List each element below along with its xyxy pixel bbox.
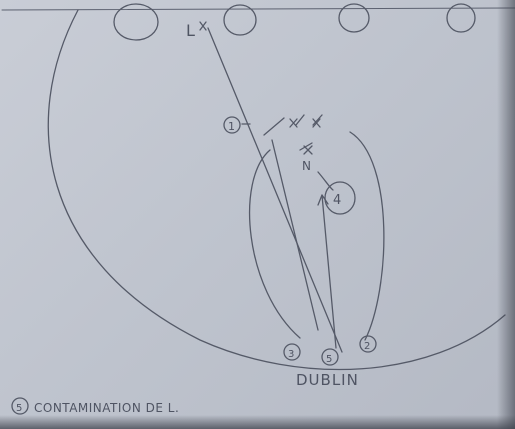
- outer-field-curve: [48, 10, 505, 370]
- marker-2-label: 2: [364, 341, 370, 352]
- marker-3-label: 3: [288, 349, 294, 360]
- top-edge-line: [2, 8, 515, 10]
- marker-n-label: N: [302, 159, 311, 173]
- photo-shadow-right: [497, 0, 515, 429]
- run-line-main: [208, 28, 342, 352]
- goal-label: DUBLIN: [296, 371, 359, 389]
- caption-text: CONTAMINATION DE L.: [34, 401, 179, 415]
- x-marks: [200, 22, 320, 154]
- pass-line: [322, 195, 336, 348]
- inner-oval: [250, 132, 384, 340]
- marker-5-label: 5: [326, 354, 332, 365]
- caption-number: 5: [16, 403, 22, 414]
- link-line: [318, 172, 333, 190]
- marker-1-label: 1: [228, 120, 235, 133]
- player-l-label: L: [186, 21, 195, 40]
- photo-shadow-bottom: [0, 415, 515, 429]
- run-line-secondary: [272, 140, 318, 330]
- marker-4-label: 4: [333, 193, 341, 208]
